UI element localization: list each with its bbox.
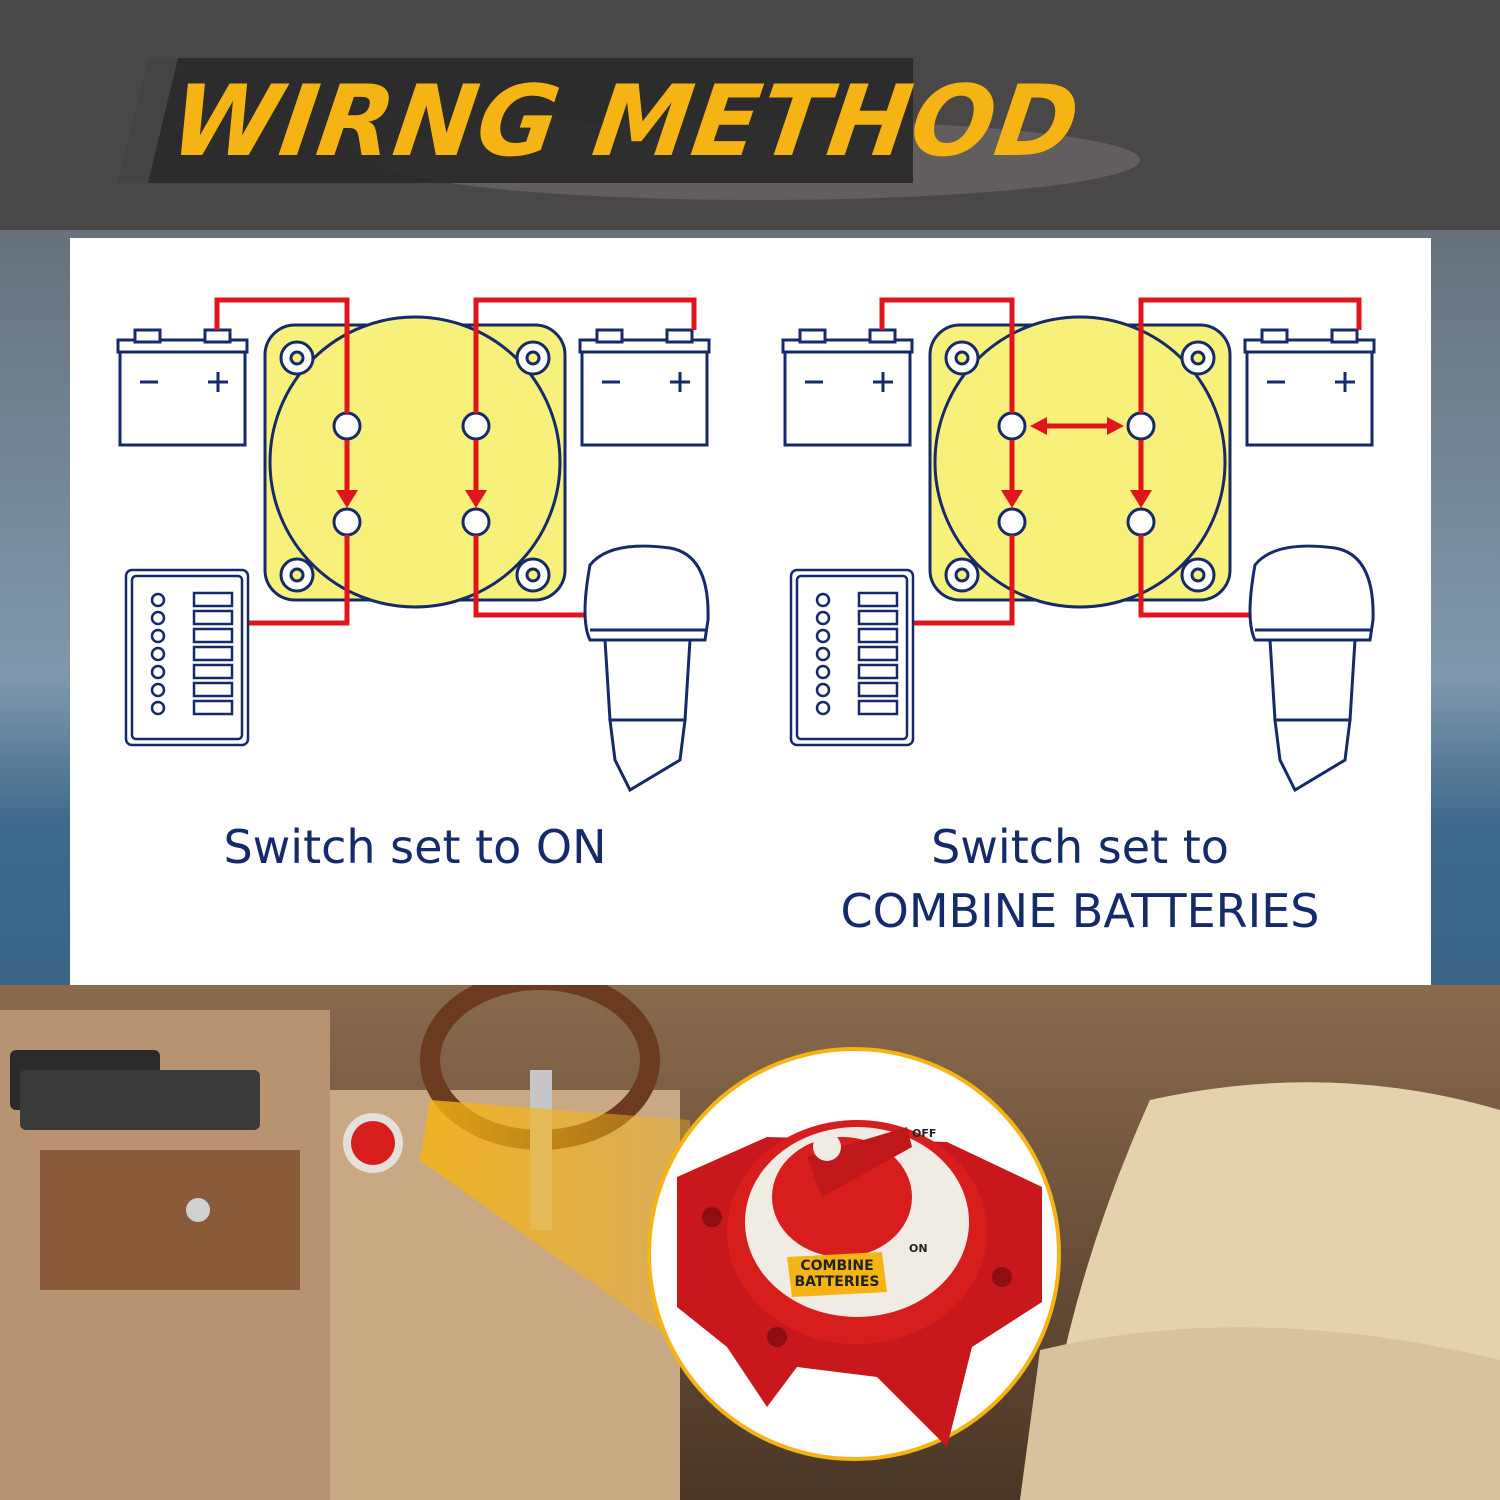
product-label-on: ON xyxy=(909,1242,928,1255)
caption-line-1: Switch set to ON xyxy=(223,820,607,874)
breaker-panel-icon xyxy=(124,568,250,747)
battery-switch-product-photo: COMBINE BATTERIES OFF ON xyxy=(647,1047,1061,1461)
wire-paths xyxy=(879,297,1362,626)
battery-1-icon xyxy=(781,328,914,447)
arrow-marks xyxy=(1001,417,1152,508)
outboard-motor-icon xyxy=(583,544,710,793)
battery-switch-icon xyxy=(263,315,567,609)
battery-switch-icon xyxy=(928,315,1232,609)
caption-switch-on: Switch set to ON xyxy=(110,815,720,879)
title-banner xyxy=(118,58,913,183)
arrow-marks xyxy=(336,490,487,508)
caption-switch-combine: Switch set to COMBINE BATTERIES xyxy=(775,815,1385,943)
wiring-diagram-on xyxy=(116,297,711,793)
wiring-diagram-combine xyxy=(781,297,1376,793)
product-label-batteries: BATTERIES xyxy=(794,1274,879,1290)
wire-paths xyxy=(214,297,697,626)
battery-2-icon xyxy=(1243,328,1376,447)
battery-2-icon xyxy=(578,328,711,447)
caption-line-1: Switch set to xyxy=(931,820,1229,874)
outboard-motor-icon xyxy=(1248,544,1375,793)
product-label-off: OFF xyxy=(912,1127,936,1140)
battery-1-icon xyxy=(116,328,249,447)
product-label-combine: COMBINE xyxy=(800,1258,873,1274)
page-title: WIRNG METHOD xyxy=(163,65,1087,179)
caption-line-2: COMBINE BATTERIES xyxy=(840,884,1320,938)
breaker-panel-icon xyxy=(789,568,915,747)
